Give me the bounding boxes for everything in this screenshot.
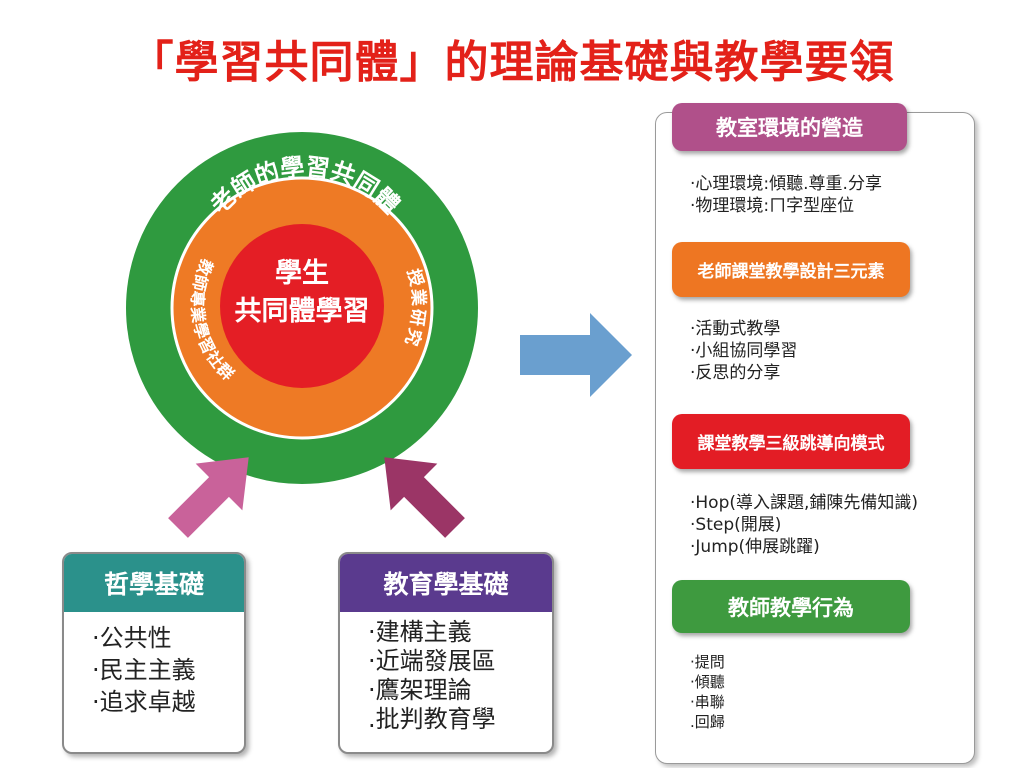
list-item: ·物理環境:ㄇ字型座位 — [690, 196, 855, 216]
pedagogy-title: 教育學基礎 — [340, 554, 552, 612]
center-label-line2: 共同體學習 — [235, 296, 370, 327]
list-item: .回歸 — [690, 713, 725, 731]
pedagogy-box: 教育學基礎 ·建構主義 ·近端發展區 ·鷹架理論 .批判教育學 — [338, 552, 554, 754]
section-classroom-environment-title: 教室環境的營造 — [672, 103, 907, 151]
list-item: ·民主主義 — [92, 656, 196, 684]
pedagogy-arrow — [384, 457, 465, 538]
philosophy-items: ·公共性 ·民主主義 ·追求卓越 — [64, 612, 244, 718]
section-hop-step-jump-items: ·Hop(導入課題,鋪陳先備知識) ·Step(開展) ·Jump(伸展跳躍) — [690, 492, 918, 558]
list-item: ·反思的分享 — [690, 363, 781, 383]
list-item: .批判教育學 — [368, 705, 496, 733]
pedagogy-items: ·建構主義 ·近端發展區 ·鷹架理論 .批判教育學 — [340, 612, 552, 734]
list-item: ·近端發展區 — [368, 647, 496, 675]
list-item: ·傾聽 — [690, 673, 725, 691]
section-teacher-behavior-title: 教師教學行為 — [672, 580, 910, 633]
list-item: ·活動式教學 — [690, 319, 781, 339]
section-hop-step-jump-title: 課堂教學三級跳導向模式 — [672, 414, 910, 469]
section-classroom-environment-items: ·心理環境:傾聽.尊重.分享 ·物理環境:ㄇ字型座位 — [690, 173, 882, 217]
inner-circle — [220, 224, 384, 388]
list-item: ·心理環境:傾聽.尊重.分享 — [690, 174, 882, 194]
list-item: ·建構主義 — [368, 618, 472, 646]
section-lesson-design-items: ·活動式教學 ·小組協同學習 ·反思的分享 — [690, 318, 797, 384]
section-teacher-behavior-items: ·提問 ·傾聽 ·串聯 .回歸 — [690, 652, 725, 732]
page-title: 「學習共同體」的理論基礎與教學要領 — [129, 37, 895, 88]
list-item: ·小組協同學習 — [690, 341, 798, 361]
list-item: ·追求卓越 — [92, 688, 196, 716]
list-item: ·串聯 — [690, 693, 725, 711]
center-label-line1: 學生 — [275, 258, 329, 289]
list-item: ·Step(開展) — [690, 515, 782, 535]
list-item: ·Jump(伸展跳躍) — [690, 537, 820, 557]
list-item: ·公共性 — [92, 624, 172, 652]
list-item: ·Hop(導入課題,鋪陳先備知識) — [690, 493, 919, 513]
philosophy-box: 哲學基礎 ·公共性 ·民主主義 ·追求卓越 — [62, 552, 246, 754]
list-item: ·提問 — [690, 653, 725, 671]
right-arrow — [520, 313, 632, 397]
philosophy-title: 哲學基礎 — [64, 554, 244, 612]
section-lesson-design-title: 老師課堂教學設計三元素 — [672, 242, 910, 297]
list-item: ·鷹架理論 — [368, 676, 472, 704]
philosophy-arrow — [168, 457, 249, 538]
